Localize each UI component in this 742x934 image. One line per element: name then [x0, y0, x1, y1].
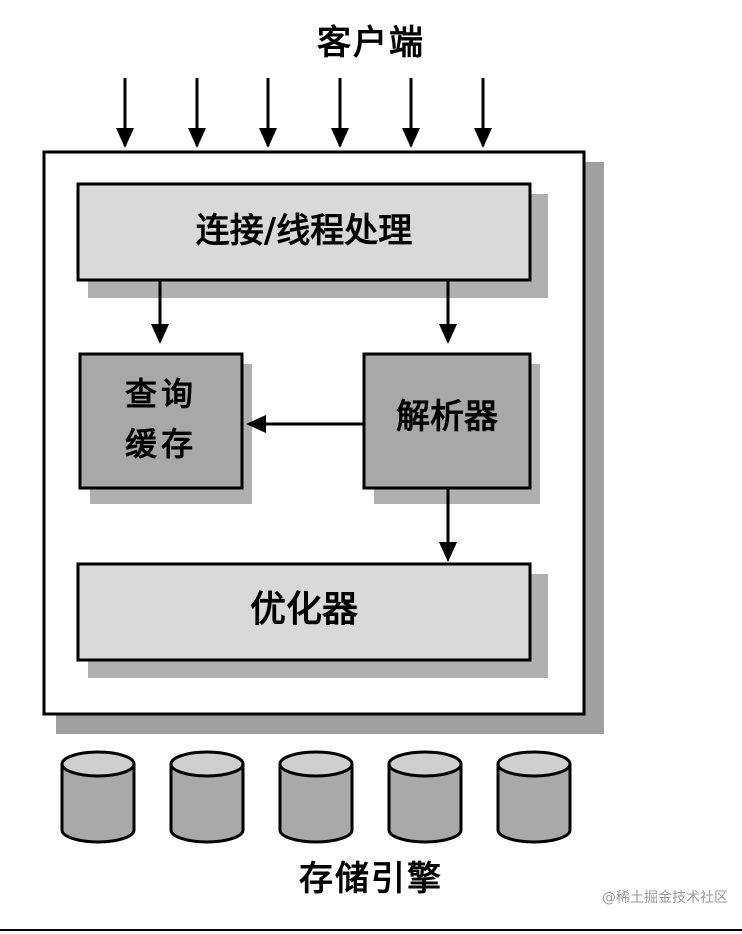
watermark-text: @稀土掘金技术社区 — [602, 890, 728, 906]
client-arrow-head — [331, 128, 349, 148]
query-cache-box — [78, 352, 244, 490]
arrow-to-optimizer-head — [439, 542, 457, 562]
arrow-parser-to-cache-head — [246, 415, 266, 433]
storage-engine-cylinder — [496, 750, 572, 844]
client-arrow-head — [474, 128, 492, 148]
storage-engines — [60, 750, 572, 844]
query-cache-label-line1: 查询 — [124, 375, 197, 413]
client-arrow-head — [116, 128, 134, 148]
storage-engine-cylinder — [169, 750, 245, 844]
connection-thread-label: 连接/线程处理 — [195, 211, 413, 251]
query-cache-label-line2: 缓存 — [124, 425, 197, 463]
arrow-to-cache-head — [151, 324, 169, 344]
client-label: 客户端 — [317, 23, 425, 63]
client-arrow-head — [188, 128, 206, 148]
parser-label: 解析器 — [396, 397, 498, 437]
storage-engine-cylinder — [278, 750, 354, 844]
client-arrow-head — [259, 128, 277, 148]
optimizer-box — [76, 562, 532, 662]
optimizer-label: 优化器 — [249, 589, 358, 630]
storage-engine-label: 存储引擎 — [299, 859, 443, 899]
client-arrows — [116, 78, 492, 148]
arrow-to-parser-head — [439, 324, 457, 344]
storage-engine-cylinder — [387, 750, 463, 844]
storage-engine-cylinder — [60, 750, 136, 844]
client-arrow-head — [402, 128, 420, 148]
connection-box — [76, 182, 532, 282]
parser-box — [362, 352, 532, 490]
